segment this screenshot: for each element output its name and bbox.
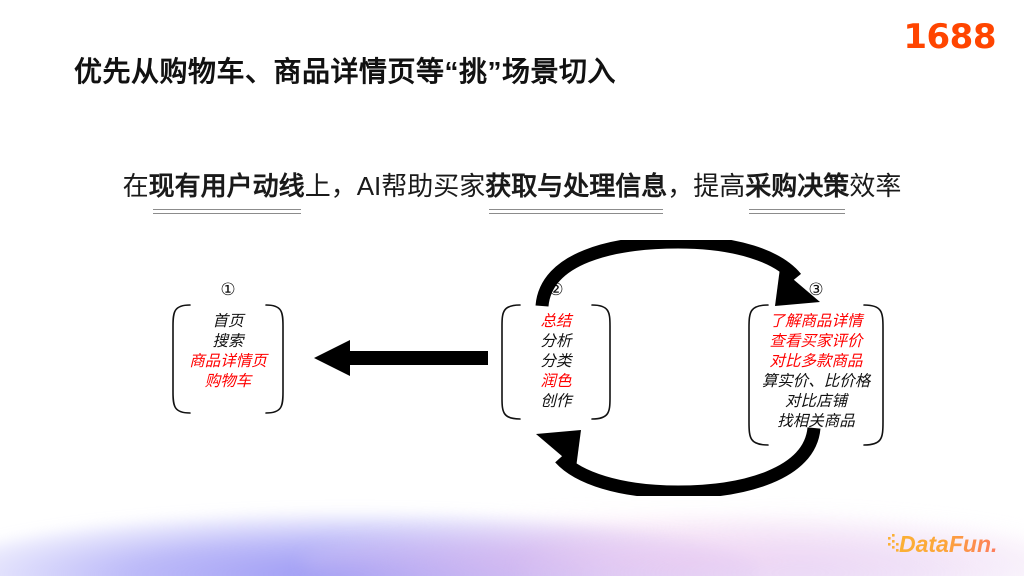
node-3-line-3: 对比多款商品 (769, 353, 863, 370)
datafun-dots-icon (888, 534, 899, 552)
diagram-node-3: ③ 了解商品详情 查看买家评价 对比多款商品 算实价、比价格 对比店铺 找相关商… (742, 282, 890, 448)
node-3-bracket-icon (748, 304, 884, 446)
node-1-line-4: 购物车 (204, 373, 252, 390)
arrow-node2-to-node1 (314, 340, 488, 376)
node-3-line-2: 查看买家评价 (769, 333, 863, 350)
node-3-line-6: 找相关商品 (777, 413, 855, 430)
node-2-line-5: 创作 (540, 393, 572, 410)
datafun-logo: DataFun. (888, 531, 997, 557)
node-2-line-4: 润色 (540, 373, 572, 390)
brand-logo-1688: 1688 (903, 17, 996, 57)
wave-purple-shape (0, 514, 760, 576)
subtitle-segment-6: 效率 (849, 171, 902, 201)
node-1-bracket-icon (172, 304, 284, 414)
node-1-lines: 首页 搜索 商品详情页 购物车 (168, 312, 288, 392)
subtitle-segment-4: ，提高 (667, 171, 746, 201)
page-title: 优先从购物车、商品详情页等“挑”场景切入 (74, 56, 617, 87)
node-2-line-1: 总结 (540, 313, 572, 330)
node-3-line-4: 算实价、比价格 (761, 373, 871, 390)
node-2-line-3: 分类 (540, 353, 572, 370)
diagram-node-2: ② 总结 分析 分类 润色 创作 (496, 282, 616, 422)
subtitle-segment-0: 在 (122, 171, 149, 201)
subtitle-segment-3-emphasis: 获取与处理信息 (485, 166, 667, 214)
diagram-node-1: ① 首页 搜索 商品详情页 购物车 (168, 282, 288, 416)
node-1-number: ① (220, 280, 236, 300)
node-3-lines: 了解商品详情 查看买家评价 对比多款商品 算实价、比价格 对比店铺 找相关商品 (742, 312, 890, 432)
datafun-wordmark: DataFun. (899, 531, 997, 557)
node-1-line-1: 首页 (212, 313, 244, 330)
node-1-line-2: 搜索 (212, 333, 244, 350)
subtitle-segment-2: 上，AI帮助买家 (304, 171, 486, 201)
arrow-node3-to-node2 (536, 426, 821, 496)
node-1-line-3: 商品详情页 (189, 353, 267, 370)
process-diagram: ① 首页 搜索 商品详情页 购物车 ② 总结 (0, 240, 1024, 500)
node-3-line-5: 对比店铺 (784, 393, 847, 410)
arrow-node2-to-node3 (535, 240, 820, 308)
subtitle-line: 在现有用户动线上，AI帮助买家获取与处理信息，提高采购决策效率 (0, 166, 1024, 214)
node-2-lines: 总结 分析 分类 润色 创作 (496, 312, 616, 412)
node-3-number: ③ (808, 280, 824, 300)
node-2-line-2: 分析 (540, 333, 572, 350)
node-2-bracket-icon (501, 304, 611, 420)
subtitle-segment-1-emphasis: 现有用户动线 (149, 166, 305, 214)
subtitle-segment-5-emphasis: 采购决策 (745, 166, 849, 214)
node-3-line-1: 了解商品详情 (769, 313, 863, 330)
